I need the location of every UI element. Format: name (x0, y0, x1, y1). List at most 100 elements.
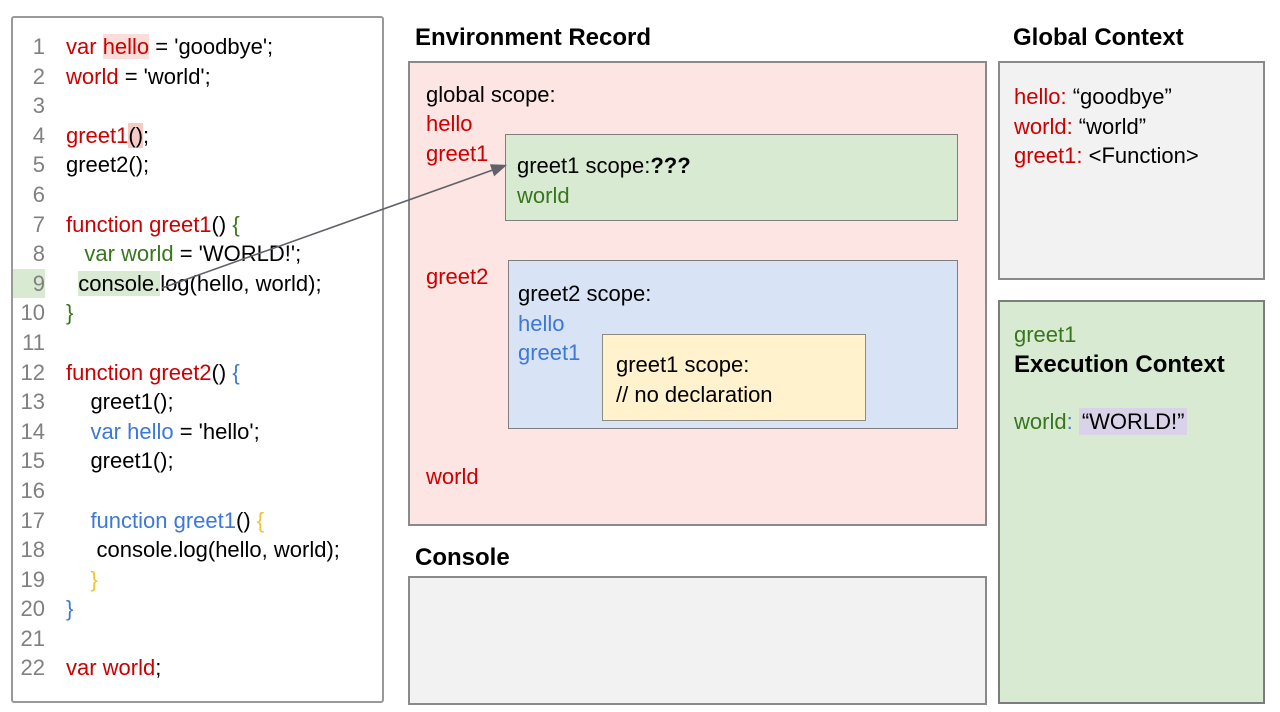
code-token: greet1 (66, 122, 129, 148)
code-token: greet1(); (66, 389, 174, 415)
code-token: () (211, 359, 233, 385)
code-line: 16 (13, 476, 382, 506)
line-number: 7 (32, 211, 45, 237)
greet2-scope-title: greet2 scope: (518, 281, 652, 306)
gc-entry-world: world: “world” (1014, 112, 1263, 142)
line-number: 18 (20, 537, 45, 563)
code-text: greet1(); (66, 121, 149, 151)
code-line: 13 greet1(); (13, 387, 382, 417)
code-token: var (66, 34, 103, 59)
gc-key-world: world: (1014, 113, 1073, 139)
env-label-greet1: greet1 (426, 141, 489, 166)
code-text: greet1(); (66, 446, 173, 476)
code-token: { (256, 507, 265, 533)
code-text: console.log(hello, world); (66, 535, 340, 565)
line-number: 15 (20, 448, 45, 474)
code-text: var world = 'WORLD!'; (66, 239, 301, 269)
code-text: function greet1() { (66, 210, 240, 240)
code-line: 6 (13, 180, 382, 210)
code-token: console.log(hello, world); (66, 537, 340, 563)
code-token: } (66, 566, 98, 592)
greet1-scope-title-line: greet1 scope:??? (517, 151, 957, 181)
greet2-scope-var-greet1: greet1 (518, 340, 581, 366)
execution-context-title: Execution Context (1014, 350, 1225, 378)
code-token: { (232, 359, 240, 385)
line-number: 11 (22, 329, 45, 355)
code-line: 5 greet2(); (13, 150, 382, 180)
code-line: 18 console.log(hello, world); (13, 535, 382, 565)
global-scope-label: global scope: (426, 82, 556, 107)
ec-function-name: greet1 (1014, 322, 1077, 347)
line-number: 21 (20, 625, 45, 651)
greet2-scope-var-hello: hello (518, 310, 565, 336)
code-text: var hello = 'hello'; (66, 417, 259, 447)
code-line: 17 function greet1() { (13, 506, 382, 536)
greet1-scope-title: greet1 scope: (517, 153, 651, 178)
code-text: function greet1() { (66, 506, 264, 536)
code-token: world (66, 63, 119, 89)
gc-key-hello: hello: (1014, 84, 1067, 109)
code-token: var world (66, 655, 156, 681)
gc-key-greet1: greet1: (1014, 143, 1083, 169)
code-text: greet1(); (66, 387, 174, 417)
code-token: } (66, 300, 74, 326)
code-text: greet2(); (66, 150, 149, 180)
code-token: log(hello, world); (160, 270, 322, 296)
nested-greet1-scope-comment: // no declaration (616, 381, 773, 407)
line-number: 20 (20, 596, 45, 622)
code-text: } (66, 298, 73, 328)
line-number: 3 (32, 93, 45, 119)
gc-entry-hello: hello: “goodbye” (1014, 82, 1263, 112)
code-token: () (236, 507, 257, 533)
code-token: function greet1 (66, 211, 212, 237)
env-label-hello: hello (426, 111, 473, 136)
code-token: ; (143, 122, 150, 148)
code-token: () (211, 211, 233, 237)
ec-var-key: world (1014, 408, 1067, 434)
environment-record-box: global scope: hello greet1 greet2 world … (408, 61, 987, 526)
global-context-title: Global Context (1013, 24, 1184, 51)
line-number: 9 (13, 268, 45, 299)
code-token (66, 271, 78, 296)
global-context-box: hello: “goodbye” world: “world” greet1: … (998, 61, 1265, 280)
env-label-world: world (426, 464, 479, 489)
line-number: 19 (20, 566, 45, 592)
code-token: console. (78, 270, 161, 296)
code-line: 1 var hello = 'goodbye'; (13, 32, 382, 62)
nested-greet1-scope-title: greet1 scope: (616, 352, 750, 377)
code-token: } (66, 596, 74, 622)
code-token: = 'goodbye'; (149, 34, 274, 59)
code-line: 11 (13, 328, 382, 358)
nested-greet1-scope-box: greet1 scope: // no declaration (602, 334, 866, 421)
line-number: 6 (32, 181, 45, 207)
greet1-scope-question: ??? (650, 153, 691, 178)
code-text: function greet2() { (66, 358, 240, 388)
gc-entry-greet1: greet1: <Function> (1014, 141, 1263, 171)
code-token: greet2(); (66, 152, 150, 178)
code-token: ; (155, 655, 162, 681)
line-number: 8 (32, 241, 45, 267)
ec-var-separator: : (1066, 408, 1079, 434)
greet1-scope-box: greet1 scope:??? world (505, 134, 958, 221)
line-number: 13 (20, 389, 45, 415)
code-token: = 'WORLD!'; (173, 241, 302, 267)
line-number: 2 (32, 63, 45, 89)
code-token: var world (66, 241, 174, 267)
env-label-greet2: greet2 (426, 264, 489, 289)
console-box (408, 576, 987, 705)
line-number: 4 (32, 122, 45, 148)
code-token: { (232, 211, 240, 237)
line-number: 16 (20, 477, 45, 503)
line-number: 5 (32, 152, 45, 178)
ec-var-line: world: “WORLD!” (1014, 407, 1263, 437)
code-token: hello (102, 34, 150, 59)
line-number: 1 (32, 34, 45, 59)
code-line: 21 (13, 624, 382, 654)
code-line: 3 (13, 91, 382, 121)
code-token: function greet1 (66, 507, 236, 533)
code-line: 20} (13, 594, 382, 624)
